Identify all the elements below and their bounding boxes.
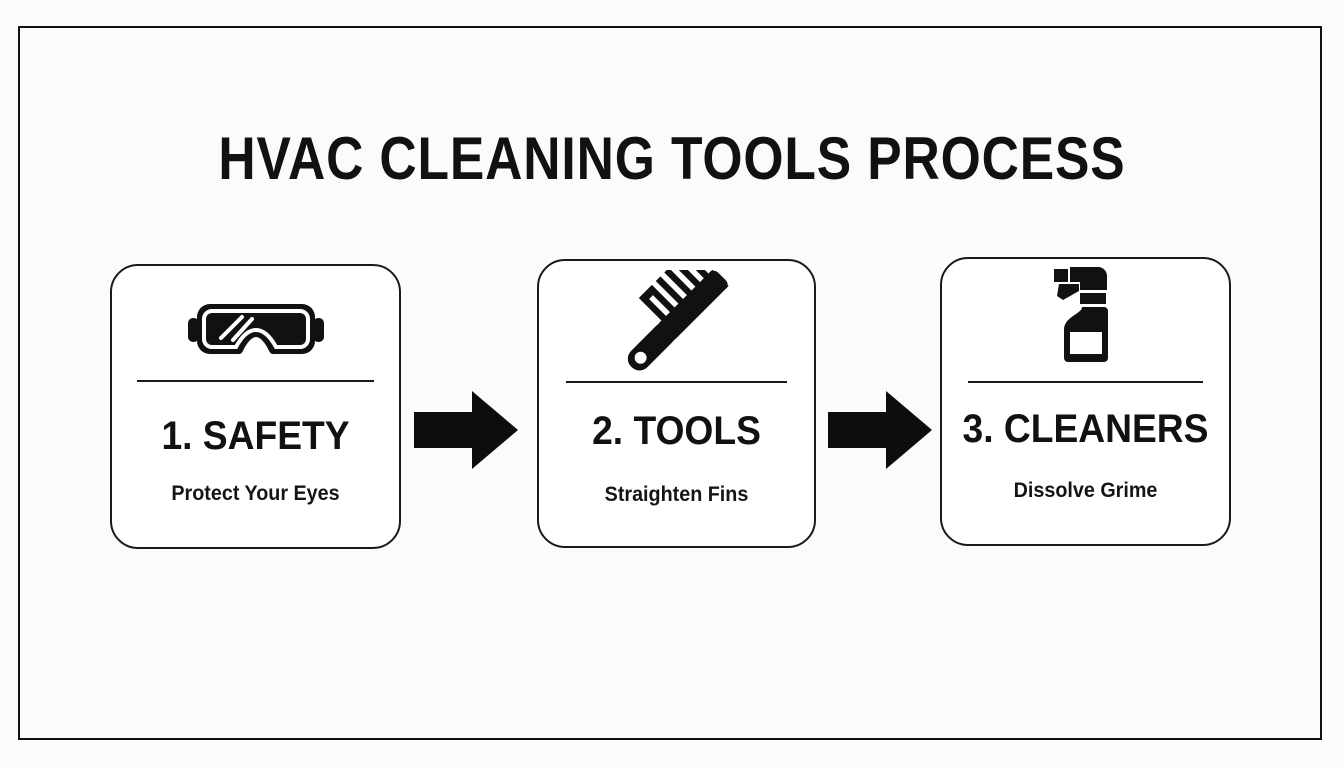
step-heading-3: 3. CLEANERS [962, 407, 1209, 451]
step-subtitle-3: Dissolve Grime [1013, 479, 1158, 502]
process-step-card-2[interactable]: 2. TOOLS Straighten Fins [537, 259, 816, 548]
process-step-card-1[interactable]: 1. SAFETY Protect Your Eyes [110, 264, 401, 549]
card-divider-3 [968, 381, 1203, 383]
safety-goggles-icon [112, 280, 399, 380]
card-divider-2 [566, 381, 787, 383]
process-step-card-3[interactable]: 3. CLEANERS Dissolve Grime [940, 257, 1231, 546]
spray-bottle-icon [942, 263, 1229, 369]
fin-comb-icon [539, 269, 814, 375]
arrow-step-2-to-3-icon [828, 390, 932, 470]
step-heading-1: 1. SAFETY [161, 414, 350, 458]
step-subtitle-2: Straighten Fins [604, 483, 749, 506]
step-subtitle-1: Protect Your Eyes [171, 482, 340, 505]
step-heading-2: 2. TOOLS [592, 409, 761, 453]
card-divider-1 [137, 380, 374, 382]
page-title: HVAC CLEANING TOOLS PROCESS [218, 125, 1126, 192]
arrow-step-1-to-2-icon [414, 390, 518, 470]
